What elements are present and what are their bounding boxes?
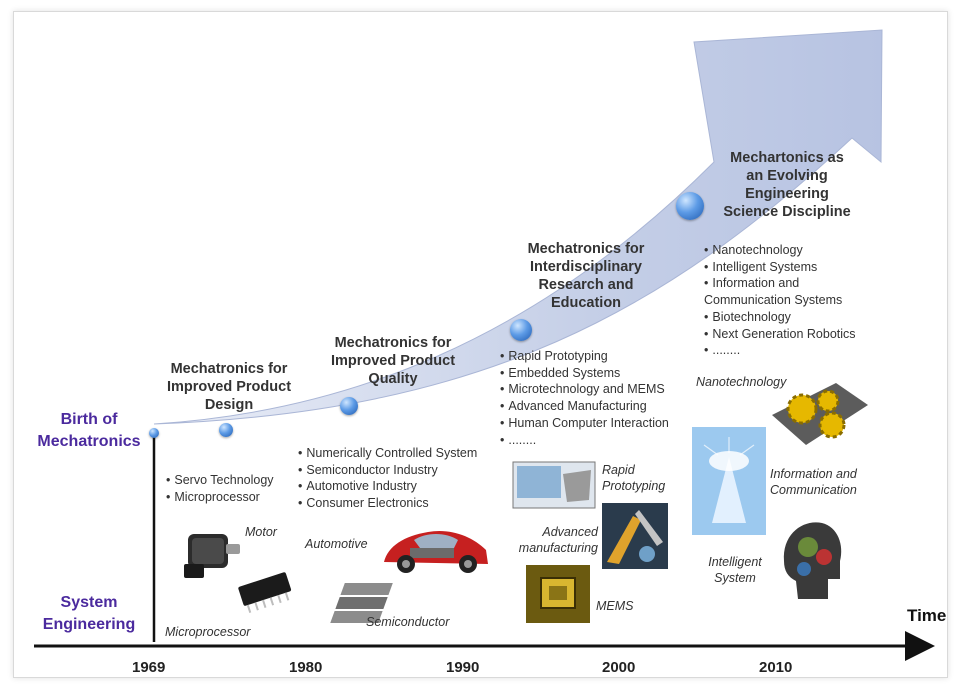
stage-quality-list: Numerically Controlled System Semiconduc… xyxy=(298,445,477,512)
list-item: Nanotechnology xyxy=(704,242,856,259)
list-item: Microtechnology and MEMS xyxy=(500,381,669,398)
advanced-manufacturing-caption: Advanced manufacturing xyxy=(518,525,598,555)
nanotechnology-caption: Nanotechnology xyxy=(696,375,787,389)
list-item: Information and Communication Systems xyxy=(704,275,856,308)
growth-arrow xyxy=(153,29,883,425)
year-1969: 1969 xyxy=(132,659,166,676)
node-stage-discipline xyxy=(676,192,704,220)
system-engineering-label: System Engineering xyxy=(42,594,136,633)
information-communication-image xyxy=(692,427,766,535)
mems-image xyxy=(526,565,590,623)
birth-of-mechatronics-label: Birth of Mechatronics xyxy=(37,411,141,450)
node-1969 xyxy=(149,428,159,438)
year-1980: 1980 xyxy=(289,659,323,676)
diagram-frame: Birth of Mechatronics System Engineering… xyxy=(13,11,948,678)
list-item: Automotive Industry xyxy=(298,478,477,495)
stage-design-list: Servo Technology Microprocessor xyxy=(166,472,274,506)
stage-discipline-list: Nanotechnology Intelligent Systems Infor… xyxy=(704,242,856,359)
list-item: Numerically Controlled System xyxy=(298,445,477,462)
stage-design-title: Mechatronics for Improved Product Design xyxy=(166,361,292,413)
node-stage-quality xyxy=(340,397,358,415)
year-2010: 2010 xyxy=(759,659,793,676)
node-stage-research xyxy=(510,319,532,341)
list-item: Human Computer Interaction xyxy=(500,415,669,432)
mems-caption: MEMS xyxy=(596,599,634,613)
nanotechnology-image xyxy=(772,383,868,445)
automotive-caption: Automotive xyxy=(305,537,368,551)
stage-research-title: Mechatronics for Interdisciplinary Resea… xyxy=(527,241,645,311)
semiconductor-image xyxy=(330,583,393,623)
timeline-graphics xyxy=(34,29,935,661)
motor-image xyxy=(184,534,240,578)
stage-discipline-title: Mechartonics as an Evolving Engineering … xyxy=(723,150,851,220)
list-item: Microprocessor xyxy=(166,489,274,506)
list-item: Semiconductor Industry xyxy=(298,462,477,479)
rapid-prototyping-image xyxy=(512,461,596,509)
stage-quality-title: Mechatronics for Improved Product Qualit… xyxy=(330,335,456,387)
list-item: Rapid Prototyping xyxy=(500,348,669,365)
year-1990: 1990 xyxy=(446,659,480,676)
list-item: Servo Technology xyxy=(166,472,273,489)
list-item: ........ xyxy=(704,342,856,359)
node-stage-design xyxy=(219,423,233,437)
rapid-prototyping-caption: Rapid Prototyping xyxy=(602,463,666,493)
microprocessor-image xyxy=(238,572,292,613)
automotive-image xyxy=(384,530,488,573)
list-item: ........ xyxy=(500,432,669,449)
information-communication-caption: Information and Communication xyxy=(770,467,857,497)
time-label: Time xyxy=(907,606,947,625)
motor-caption: Motor xyxy=(245,525,277,539)
semiconductor-caption: Semiconductor xyxy=(366,615,450,629)
stage-research-list: Rapid Prototyping Embedded Systems Micro… xyxy=(500,348,669,448)
list-item: Consumer Electronics xyxy=(298,495,477,512)
year-2000: 2000 xyxy=(602,659,636,676)
intelligent-system-caption: Intelligent System xyxy=(708,555,762,585)
advanced-manufacturing-image xyxy=(602,503,668,569)
microprocessor-caption: Microprocessor xyxy=(165,625,251,639)
list-item: Intelligent Systems xyxy=(704,259,856,276)
list-item: Biotechnology xyxy=(704,309,856,326)
list-item: Embedded Systems xyxy=(500,365,669,382)
intelligent-system-image xyxy=(783,522,842,599)
list-item: Advanced Manufacturing xyxy=(500,398,669,415)
list-item: Next Generation Robotics xyxy=(704,326,855,343)
